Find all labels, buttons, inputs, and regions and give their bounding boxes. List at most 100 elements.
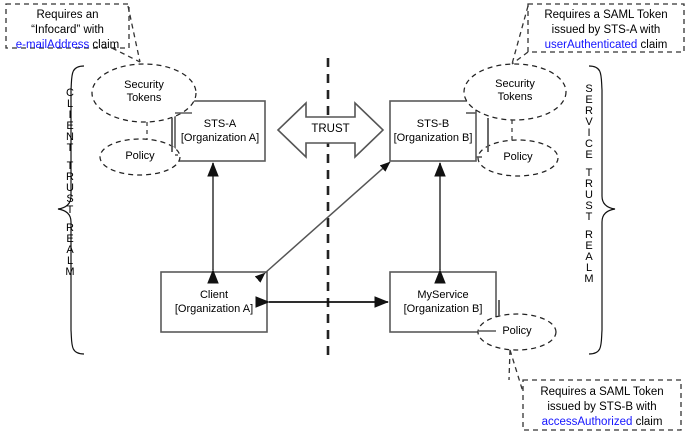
node-label-myservice: MyService [Organization B]	[390, 288, 496, 316]
callout-line: Requires an	[6, 8, 129, 23]
realm-letter: I	[587, 127, 591, 139]
realm-letter: L	[585, 262, 593, 274]
realm-letter: E	[66, 233, 74, 245]
callout-line: userAuthenticated claim	[528, 38, 684, 53]
callout-box-saml-sts-b[interactable]	[522, 379, 682, 431]
callout-line: issued by STS-A with	[528, 23, 684, 38]
callout-text-infocard: Requires an “Infocard” with e-mailAddres…	[6, 8, 129, 53]
ellipse-label-policy-b-line1: Policy	[503, 151, 533, 163]
node-label-myservice-line1: MyService	[417, 289, 469, 301]
callout-line-pre: Requires a SAML Token	[540, 386, 664, 398]
realm-letter: R	[585, 229, 593, 241]
realm-letter: T	[585, 211, 593, 223]
realm-letter: R	[66, 222, 74, 234]
service-trust-realm-letters: S E R V I C E T R U S T R E A L M	[581, 84, 597, 285]
ellipse-label-security-tokens-a-line2: Tokens	[126, 92, 162, 104]
node-box-sts-a[interactable]	[174, 100, 266, 162]
node-label-myservice-line2: [Organization B]	[403, 303, 483, 315]
callout-text-saml-sts-a: Requires a SAML Token issued by STS-A wi…	[528, 8, 684, 53]
callout-claim-token: e-mailAddress	[15, 39, 90, 51]
ellipse-label-policy-service-line1: Policy	[502, 325, 532, 337]
ellipse-policy-b[interactable]	[477, 139, 559, 177]
realm-letter: E	[585, 240, 593, 252]
callout-line: Requires a SAML Token	[523, 385, 681, 400]
realm-letter: C	[66, 87, 74, 99]
ellipse-label-security-tokens-b-line1: Security	[495, 78, 535, 90]
callout-line-post: claim	[632, 416, 663, 428]
realm-letter: S	[66, 193, 74, 205]
realm-letter: E	[585, 149, 593, 161]
realm-letter: A	[66, 244, 74, 256]
callout-box-infocard[interactable]	[5, 3, 130, 49]
node-label-sts-a-line2: [Organization A]	[180, 132, 260, 144]
realm-letter: M	[584, 273, 594, 285]
realm-letter: L	[66, 98, 74, 110]
node-label-sts-a-line1: STS-A	[203, 118, 237, 130]
trust-arrow-label: TRUST	[311, 123, 350, 135]
ellipse-label-security-tokens-a-line1: Security	[124, 79, 164, 91]
callout-line-pre: “Infocard” with	[31, 24, 104, 36]
client-realm-brace	[57, 65, 85, 355]
node-box-sts-b[interactable]	[389, 100, 477, 162]
callout-claim-token: userAuthenticated	[544, 39, 638, 51]
callout-line-pre: Requires a SAML Token	[544, 9, 668, 21]
realm-letter: T	[585, 167, 593, 179]
ellipse-security-tokens-b[interactable]	[463, 63, 567, 121]
callout-line-post: claim	[89, 39, 120, 51]
realm-letter: T	[66, 142, 74, 154]
node-label-sts-b: STS-B [Organization B]	[390, 117, 476, 145]
node-label-sts-b-line2: [Organization B]	[393, 132, 473, 144]
callout-line-pre: Requires an	[36, 9, 99, 21]
realm-letter: R	[66, 171, 74, 183]
realm-letter: C	[585, 138, 593, 150]
realm-letter: M	[65, 266, 75, 278]
callout-claim-token: accessAuthorized	[541, 416, 633, 428]
ellipse-label-security-tokens-b-line2: Tokens	[497, 91, 533, 103]
realm-letter: I	[68, 109, 72, 121]
node-label-sts-a: STS-A [Organization A]	[175, 117, 265, 145]
callout-leader-saml-sts-b	[508, 349, 524, 393]
ellipse-label-policy-a-line1: Policy	[125, 150, 155, 162]
realm-letter: N	[66, 131, 74, 143]
trust-double-arrow	[276, 101, 385, 159]
client-trust-realm-letters: C L I E N T T R U S T R E A L M	[62, 88, 78, 278]
callout-leader-saml-sts-a	[511, 5, 529, 65]
realm-letter: R	[585, 105, 593, 117]
service-realm-brace	[588, 65, 616, 355]
node-box-myservice[interactable]	[389, 271, 497, 333]
callout-line: issued by STS-B with	[523, 400, 681, 415]
realm-letter: E	[66, 120, 74, 132]
realm-letter: A	[585, 251, 593, 263]
callout-box-saml-sts-a[interactable]	[527, 3, 685, 53]
ellipse-label-policy-b: Policy	[478, 151, 558, 164]
realm-letter: L	[66, 255, 74, 267]
callout-leader-infocard	[111, 5, 141, 63]
arrow-client-to-sts-b-diagonal	[254, 161, 391, 283]
ellipse-policy-a[interactable]	[99, 138, 181, 176]
realm-letter: S	[585, 83, 593, 95]
ellipse-policy-service[interactable]	[477, 313, 557, 351]
node-label-client: Client [Organization A]	[161, 288, 267, 316]
ellipse-label-policy-a: Policy	[100, 150, 180, 163]
ellipse-label-security-tokens-b: Security Tokens	[465, 78, 565, 104]
realm-letter: U	[585, 189, 593, 201]
ellipse-label-policy-service: Policy	[478, 325, 556, 338]
callout-line: accessAuthorized claim	[523, 415, 681, 430]
ellipse-label-security-tokens-a: Security Tokens	[94, 79, 194, 105]
realm-letter: U	[66, 182, 74, 194]
node-label-client-line1: Client	[199, 289, 229, 301]
realm-letter: R	[585, 178, 593, 190]
callout-line: Requires a SAML Token	[528, 8, 684, 23]
callout-text-saml-sts-b: Requires a SAML Token issued by STS-B wi…	[523, 385, 681, 430]
realm-letter: T	[66, 160, 74, 172]
realm-letter: S	[585, 200, 593, 212]
callout-line-pre: issued by STS-A with	[551, 24, 661, 36]
node-label-sts-b-line1: STS-B	[416, 118, 450, 130]
callout-line-pre: issued by STS-B with	[547, 401, 657, 413]
ellipse-security-tokens-a[interactable]	[91, 63, 197, 123]
callout-line: “Infocard” with	[6, 23, 129, 38]
callout-line-post: claim	[637, 39, 668, 51]
realm-letter: T	[66, 204, 74, 216]
